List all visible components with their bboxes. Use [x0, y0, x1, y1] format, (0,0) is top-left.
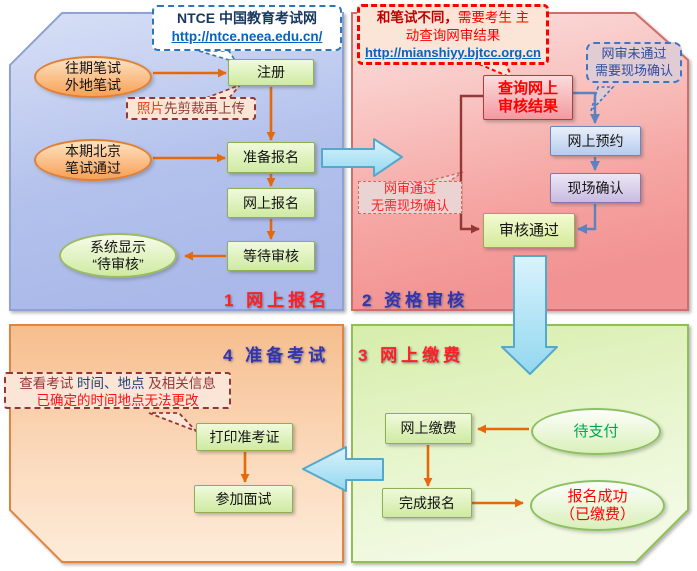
mianshi-rest: 需要考生 主	[457, 10, 530, 25]
audit-pass-line: 无需现场确认	[370, 197, 449, 213]
ellipse-line: 待支付	[573, 422, 619, 440]
blue-connectors	[573, 91, 600, 234]
node-register: 注册	[228, 59, 314, 86]
ntce-callout: NTCE 中国教育考试网 http://ntce.neea.edu.cn/	[152, 5, 342, 51]
ellipse-line: 往期笔试	[65, 60, 121, 77]
exam-info-line1: 查看考试 时间、地点 及相关信息	[6, 376, 229, 393]
ntce-title: NTCE 中国教育考试网	[177, 10, 317, 26]
ntce-url-link[interactable]: http://ntce.neea.edu.cn/	[171, 29, 323, 45]
node-label: 等待审核	[243, 247, 299, 264]
audit-fail-callout: 网审未通过 需要现场确认	[586, 42, 682, 83]
exam-info-part3: 及相关信息	[148, 376, 216, 391]
quadrant-1-label: 1 网上报名	[224, 291, 331, 310]
node-label: 参加面试	[215, 490, 272, 507]
node-label: 查询网上	[497, 80, 558, 98]
node-label: 现场确认	[567, 179, 624, 196]
photo-highlight: 照片	[137, 100, 164, 116]
quadrant-4-label: 4 准备考试	[223, 346, 330, 365]
big-arrow-right-icon	[321, 138, 403, 177]
arrow-pass-direct-to-approved	[459, 94, 483, 234]
node-label: 打印准考证	[209, 428, 280, 445]
mianshi-line1: 和笔试不同，需要考生 主	[364, 9, 542, 27]
node-online-reserve: 网上预约	[550, 126, 641, 156]
node-check-audit-result: 查询网上 审核结果	[483, 75, 573, 120]
node-label: 审核结果	[497, 97, 558, 115]
big-arrow-left-icon	[302, 446, 384, 492]
mianshi-line2: 动查询网审结果	[405, 27, 501, 43]
orange-connectors	[153, 68, 529, 508]
node-print-admission-ticket: 打印准考证	[196, 423, 293, 451]
node-label: 网上报名	[243, 194, 299, 211]
ellipse-line: 系统显示	[90, 238, 146, 255]
audit-fail-line: 网审未通过	[601, 45, 667, 61]
ellipse-pending-payment: 待支付	[531, 408, 661, 455]
exam-info-callout: 查看考试 时间、地点 及相关信息 已确定的时间地点无法更改	[4, 372, 231, 409]
node-onsite-confirm: 现场确认	[550, 173, 641, 203]
node-finish-apply: 完成报名	[382, 488, 472, 518]
mianshi-url-link[interactable]: http://mianshiyy.bjtcc.org.cn	[364, 45, 541, 61]
node-online-pay: 网上缴费	[385, 413, 472, 444]
big-arrow-down-icon	[501, 255, 558, 375]
ellipse-line: “待审核”	[92, 255, 144, 272]
ellipse-line: （已缴费）	[559, 505, 635, 523]
node-prepare-apply: 准备报名	[227, 142, 315, 173]
ellipse-apply-success: 报名成功 （已缴费）	[530, 480, 665, 531]
exam-info-callout-tail	[148, 412, 197, 432]
node-label: 完成报名	[399, 494, 455, 511]
ellipse-line: 笔试通过	[65, 160, 121, 176]
photo-rest: 先剪裁再上传	[164, 100, 245, 116]
photo-callout: 照片 先剪裁再上传	[126, 97, 256, 120]
node-wait-review: 等待审核	[227, 241, 315, 271]
mianshi-callout: 和笔试不同，需要考生 主 动查询网审结果 http://mianshiyy.bj…	[357, 4, 549, 65]
node-label: 注册	[257, 64, 285, 81]
ellipse-system-status: 系统显示 “待审核”	[59, 233, 177, 278]
exam-info-part2: 时间、地点	[73, 376, 149, 391]
node-online-apply: 网上报名	[227, 188, 315, 218]
ellipse-current-beijing-passed: 本期北京 笔试通过	[34, 139, 152, 181]
arrow-check-to-reserve	[573, 91, 600, 124]
audit-pass-callout: 网审通过 无需现场确认	[358, 181, 462, 214]
node-review-approved: 审核通过	[483, 213, 575, 248]
arrow-onsite-to-approved	[577, 204, 597, 234]
quadrant-3-label: 3 网上缴费	[358, 346, 465, 365]
node-attend-interview: 参加面试	[194, 485, 293, 513]
ellipse-line: 外地笔试	[65, 77, 121, 93]
node-label: 准备报名	[243, 149, 299, 166]
ellipse-line: 报名成功	[567, 487, 628, 505]
node-label: 网上缴费	[400, 420, 457, 437]
exam-info-line2: 已确定的时间地点无法更改	[36, 392, 199, 408]
mianshi-bold: 和笔试不同，	[376, 10, 458, 25]
exam-info-part1: 查看考试	[19, 376, 74, 391]
ntce-callout-tail	[198, 50, 238, 64]
ellipse-line: 本期北京	[65, 143, 121, 160]
ellipse-previous-written-test: 往期笔试 外地笔试	[34, 56, 152, 98]
audit-fail-line: 需要现场确认	[594, 62, 673, 78]
node-label: 审核通过	[498, 221, 559, 239]
node-label: 网上预约	[567, 132, 624, 149]
audit-pass-line: 网审通过	[383, 180, 436, 196]
quadrant-2-label: 2 资格审核	[362, 291, 469, 310]
